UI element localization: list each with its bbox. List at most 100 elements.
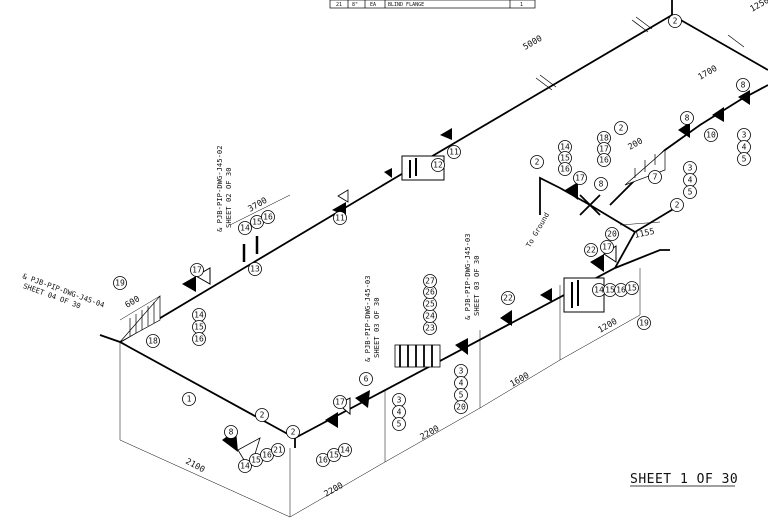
svg-text:14: 14 bbox=[240, 224, 250, 233]
callout-bubble: 22 bbox=[502, 292, 515, 305]
svg-text:16: 16 bbox=[263, 213, 273, 222]
break-marks bbox=[536, 17, 744, 90]
svg-text:4: 4 bbox=[688, 176, 693, 185]
svg-text:19: 19 bbox=[115, 279, 125, 288]
callout-bubble: 3 bbox=[684, 162, 697, 175]
callout-bubble: 17 bbox=[601, 241, 614, 254]
svg-text:21: 21 bbox=[273, 446, 283, 455]
svg-text:14: 14 bbox=[560, 143, 570, 152]
dim-1155: 1155 bbox=[634, 227, 656, 241]
svg-text:27: 27 bbox=[425, 277, 435, 286]
callout-bubble: 2 bbox=[671, 199, 684, 212]
pipe-run bbox=[100, 0, 768, 448]
filter-manifold bbox=[395, 345, 440, 367]
callouts: 1 2 2 2 2 2 2 3 4 5 3 4 5 3 4 5 3 4 5 20… bbox=[114, 15, 751, 473]
callout-bubble: 2 bbox=[615, 122, 628, 135]
svg-text:8: 8 bbox=[599, 180, 604, 189]
dim-1600: 1600 bbox=[509, 371, 532, 390]
dimension-labels: 5000 1700 3700 600 2100 2200 2200 1600 1… bbox=[124, 0, 768, 500]
callout-bubble: 27 bbox=[424, 275, 437, 288]
svg-text:SHEET 03 OF 30: SHEET 03 OF 30 bbox=[472, 255, 481, 316]
svg-text:17: 17 bbox=[335, 398, 345, 407]
svg-text:2: 2 bbox=[260, 411, 265, 420]
callout-bubble: 8 bbox=[225, 426, 238, 439]
callout-bubble: 25 bbox=[424, 298, 437, 311]
bom-description: BLIND FLANGE bbox=[388, 2, 424, 8]
callout-bubble: 16 bbox=[559, 163, 572, 176]
callout-bubble: 15 bbox=[626, 282, 639, 295]
callout-bubble: 20 bbox=[455, 401, 468, 414]
dim-5000: 5000 bbox=[522, 34, 545, 53]
callout-bubble: 17 bbox=[574, 172, 587, 185]
svg-text:& PJB-PIP-DWG-J45-03: & PJB-PIP-DWG-J45-03 bbox=[363, 275, 372, 362]
callout-bubble: 2 bbox=[669, 15, 682, 28]
sheet-label: SHEET 1 OF 30 bbox=[630, 472, 738, 487]
svg-text:2: 2 bbox=[291, 428, 296, 437]
svg-text:SHEET 03 OF 30: SHEET 03 OF 30 bbox=[372, 297, 381, 358]
callout-bubble: 20 bbox=[606, 228, 619, 241]
ref-sheet-03-b: & PJB-PIP-DWG-J45-03 SHEET 03 OF 30 bbox=[463, 233, 481, 320]
svg-text:4: 4 bbox=[397, 408, 402, 417]
svg-text:11: 11 bbox=[449, 148, 459, 157]
callout-bubble: 3 bbox=[393, 394, 406, 407]
svg-text:1: 1 bbox=[187, 395, 192, 404]
callout-bubble: 5 bbox=[684, 186, 697, 199]
svg-text:3: 3 bbox=[742, 131, 747, 140]
svg-text:14: 14 bbox=[240, 462, 250, 471]
callout-bubble: 2 bbox=[287, 426, 300, 439]
svg-text:6: 6 bbox=[364, 375, 369, 384]
svg-text:15: 15 bbox=[252, 218, 262, 227]
svg-text:22: 22 bbox=[586, 246, 596, 255]
callout-bubble: 8 bbox=[681, 112, 694, 125]
callout-bubble: 3 bbox=[738, 129, 751, 142]
callout-bubble: 12 bbox=[432, 159, 445, 172]
svg-text:25: 25 bbox=[425, 300, 435, 309]
callout-bubble: 5 bbox=[393, 418, 406, 431]
dim-200: 200 bbox=[627, 136, 645, 152]
callout-bubble: 13 bbox=[249, 263, 262, 276]
callout-bubble: 11 bbox=[334, 212, 347, 225]
svg-text:3: 3 bbox=[397, 396, 402, 405]
callout-bubble: 16 bbox=[262, 211, 275, 224]
callout-bubble: 15 bbox=[193, 321, 206, 334]
svg-text:14: 14 bbox=[340, 446, 350, 455]
callout-bubble: 4 bbox=[393, 406, 406, 419]
callout-bubble: 5 bbox=[455, 389, 468, 402]
callout-bubble: 5 bbox=[738, 153, 751, 166]
svg-text:& PJB-PIP-DWG-J45-03: & PJB-PIP-DWG-J45-03 bbox=[463, 233, 472, 320]
svg-text:4: 4 bbox=[459, 379, 464, 388]
svg-text:5: 5 bbox=[459, 391, 464, 400]
callout-bubble: 6 bbox=[360, 373, 373, 386]
callout-bubble: 14 bbox=[239, 222, 252, 235]
ref-sheet-04: & PJB-PIP-DWG-J45-04 SHEET 04 OF 30 bbox=[18, 271, 105, 318]
svg-text:17: 17 bbox=[599, 145, 609, 154]
callout-bubble: 1 bbox=[183, 393, 196, 406]
svg-text:8: 8 bbox=[741, 81, 746, 90]
svg-text:3: 3 bbox=[459, 367, 464, 376]
svg-text:2: 2 bbox=[619, 124, 624, 133]
svg-text:26: 26 bbox=[425, 288, 435, 297]
svg-text:15: 15 bbox=[194, 323, 204, 332]
callout-bubble: 4 bbox=[684, 174, 697, 187]
svg-text:16: 16 bbox=[616, 286, 626, 295]
svg-text:12: 12 bbox=[433, 161, 443, 170]
callout-bubble: 11 bbox=[448, 146, 461, 159]
callout-bubble: 24 bbox=[424, 310, 437, 323]
svg-text:19: 19 bbox=[639, 319, 649, 328]
svg-text:15: 15 bbox=[605, 286, 615, 295]
svg-text:11: 11 bbox=[335, 214, 345, 223]
svg-text:17: 17 bbox=[192, 266, 202, 275]
dim-2100: 2100 bbox=[184, 457, 207, 475]
check-valve-13 bbox=[244, 236, 257, 262]
svg-text:18: 18 bbox=[148, 337, 158, 346]
svg-text:23: 23 bbox=[425, 324, 435, 333]
callout-bubble: 7 bbox=[649, 171, 662, 184]
dim-1700: 1700 bbox=[697, 64, 720, 83]
dim-2200-a: 2200 bbox=[323, 481, 346, 500]
callout-bubble: 4 bbox=[455, 377, 468, 390]
svg-text:20: 20 bbox=[607, 230, 617, 239]
callout-bubble: 17 bbox=[191, 264, 204, 277]
svg-text:13: 13 bbox=[250, 265, 260, 274]
